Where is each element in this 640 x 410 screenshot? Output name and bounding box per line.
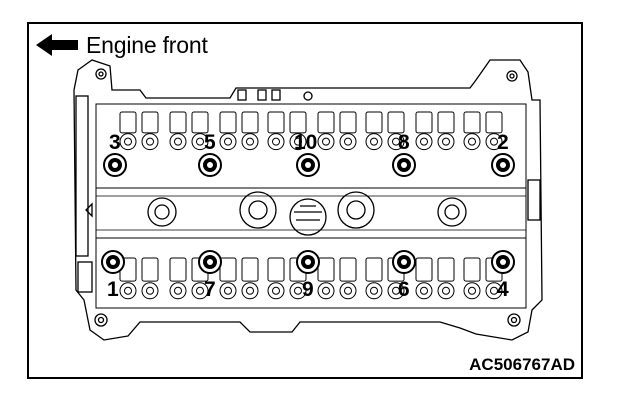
bolt-number-label: 1 <box>107 278 119 301</box>
rocker-arm <box>365 111 383 151</box>
bolt-number-label: 10 <box>294 131 317 154</box>
rocker-arm <box>141 257 159 300</box>
rocker-arm <box>267 257 285 300</box>
rocker-arm <box>169 257 187 300</box>
rocker-arm <box>191 111 209 151</box>
rocker-arm <box>339 111 357 151</box>
rocker-arm <box>119 111 137 151</box>
rocker-arm <box>119 257 137 300</box>
rocker-arm <box>267 111 285 151</box>
bolt-number-label: 9 <box>302 278 314 301</box>
bolt-number-label: 2 <box>497 131 509 154</box>
bolt-number-label: 7 <box>204 278 216 301</box>
rocker-arm <box>387 111 405 151</box>
bolt-number-label: 3 <box>109 131 121 154</box>
rocker-arm <box>415 111 433 151</box>
head-bolt-3: 3 <box>103 131 127 177</box>
rocker-arm <box>437 257 455 300</box>
figure-frame <box>27 22 583 379</box>
rocker-arm <box>219 111 237 151</box>
rocker-arm <box>485 111 503 151</box>
head-inner-outline <box>95 103 527 309</box>
engine-front-label: Engine front <box>86 31 208 58</box>
head-bolt-6: 6 <box>392 250 416 301</box>
bolt-number-label: 5 <box>204 131 216 154</box>
bolt-number-label: 6 <box>398 278 410 301</box>
cylinder-head-outline <box>73 59 543 341</box>
head-bolt-5: 5 <box>198 131 222 177</box>
rocker-arm <box>463 111 481 151</box>
head-bolt-9: 9 <box>296 250 320 301</box>
rocker-arm <box>365 257 383 300</box>
arrow-left-icon <box>36 34 78 56</box>
bolt-number-label: 8 <box>398 131 410 154</box>
head-bolt-7: 7 <box>198 250 222 301</box>
head-bolt-4: 4 <box>491 250 515 301</box>
rocker-arm <box>339 257 357 300</box>
rocker-arm <box>241 257 259 300</box>
rocker-arm <box>141 111 159 151</box>
figure-code: AC506767AD <box>469 355 575 374</box>
rocker-arm <box>463 257 481 300</box>
head-bolt-10: 10 <box>294 131 320 177</box>
head-bolt-1: 1 <box>101 250 125 301</box>
rocker-arm <box>317 111 335 151</box>
rocker-arm <box>169 111 187 151</box>
rocker-arm <box>219 257 237 300</box>
rocker-arm <box>317 257 335 300</box>
rocker-arm <box>289 111 307 151</box>
engine-front-indicator: Engine front <box>36 30 208 60</box>
head-bolt-8: 8 <box>392 131 416 177</box>
rocker-arm <box>437 111 455 151</box>
rocker-arm <box>415 257 433 300</box>
camshaft-journal-row <box>147 191 467 229</box>
bolt-number-label: 4 <box>497 278 509 301</box>
center-plug <box>289 198 327 236</box>
rocker-arm <box>241 111 259 151</box>
head-bolt-2: 2 <box>491 131 515 177</box>
